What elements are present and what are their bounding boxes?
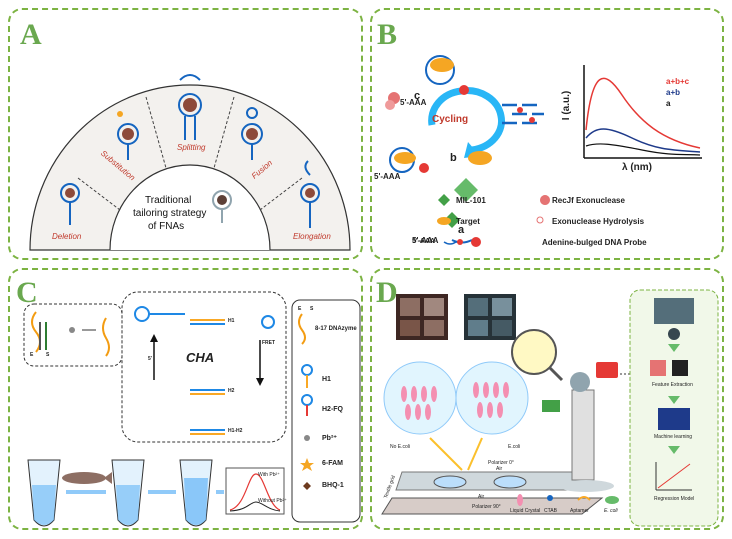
tailoring-fan-diagram bbox=[29, 74, 351, 251]
probe-label-left: 5'-AAA bbox=[374, 172, 401, 181]
label-h1h2: H1-H2 bbox=[228, 428, 243, 434]
legend-ecoli: E. coli bbox=[604, 508, 618, 514]
label-splitting: Splitting bbox=[177, 143, 206, 152]
step-b-label: b bbox=[450, 152, 457, 164]
panel-b: B bbox=[370, 8, 724, 260]
label-polarizer-top: Polarizer 0° bbox=[488, 460, 514, 466]
legend-6fam: 6-FAM bbox=[322, 460, 343, 467]
cycling-diagram bbox=[385, 55, 702, 247]
plot-xlabel: λ (nm) bbox=[622, 162, 652, 173]
label-no-ecoli: No E.coli bbox=[390, 444, 411, 450]
label-deletion: Deletion bbox=[52, 232, 82, 241]
cycling-label: Cycling bbox=[432, 114, 469, 125]
label-5prime: 5' bbox=[148, 356, 152, 362]
probe-label-bottom: 5'-AAA bbox=[412, 236, 439, 245]
aptamer-fusion bbox=[241, 107, 263, 160]
plot-label-without: Without Pb²⁺ bbox=[258, 498, 287, 504]
legend-probe: Adenine-bulged DNA Probe bbox=[542, 238, 647, 247]
label-ecoli: E.coli bbox=[508, 444, 521, 450]
panel-letter-c: C bbox=[16, 276, 38, 309]
aptamer-substitution bbox=[117, 111, 139, 160]
label-h2: H2 bbox=[228, 388, 235, 394]
aptamer-deletion bbox=[60, 183, 80, 225]
aptamer-elongation bbox=[300, 160, 320, 228]
plot-legend-abc: a+b+c bbox=[666, 77, 690, 86]
label-elongation: Elongation bbox=[293, 232, 331, 241]
ml-step-regression: Regression Model bbox=[654, 496, 695, 502]
legend-liquid-crystal: Liquid Crystal bbox=[510, 508, 541, 514]
legend-pb: Pb²⁺ bbox=[322, 435, 337, 442]
tube-left bbox=[27, 459, 61, 527]
legend-hydrolysis: Exonuclease Hydrolysis bbox=[552, 217, 645, 226]
legend-mil101: MIL-101 bbox=[456, 196, 486, 205]
label-air-top: Air bbox=[496, 466, 503, 472]
ml-step-learning: Machine learning bbox=[654, 434, 693, 440]
center-text-line-1: Traditional bbox=[145, 195, 192, 206]
legend-probe-prefix: 5'-AAA bbox=[412, 238, 436, 245]
panel-letter-d: D bbox=[376, 276, 398, 309]
plot-ylabel: I (a.u.) bbox=[561, 90, 573, 121]
panel-letter-b: B bbox=[377, 18, 398, 51]
panel-a: A bbox=[8, 8, 363, 260]
plot-legend-a: a bbox=[666, 99, 671, 108]
cha-diagram bbox=[23, 291, 361, 527]
ml-step-feature: Feature Extraction bbox=[652, 382, 693, 388]
label-fret: FRET bbox=[262, 340, 276, 346]
label-air-bottom: Air bbox=[478, 494, 485, 500]
step-a-label: a bbox=[458, 224, 465, 236]
legend-ctab: CTAB bbox=[544, 508, 557, 514]
plot-legend-ab: a+b bbox=[666, 88, 681, 97]
legend-h2fq: H2-FQ bbox=[322, 406, 343, 413]
panel-letter-a: A bbox=[20, 18, 42, 51]
tube-middle bbox=[111, 459, 145, 527]
aptamer-splitting bbox=[178, 74, 202, 140]
legend-dnazyme: 8-17 DNAzyme bbox=[315, 326, 357, 332]
legend-bhq1: BHQ-1 bbox=[322, 482, 344, 489]
legend-head-s: S bbox=[310, 306, 314, 312]
label-s: S bbox=[46, 352, 50, 358]
cha-label: CHA bbox=[186, 350, 215, 365]
center-text-line-3: of FNAs bbox=[148, 221, 185, 232]
legend-target: Target bbox=[456, 217, 480, 226]
legend-recjf: RecJf Exonuclease bbox=[552, 196, 625, 205]
panel-d: D bbox=[370, 268, 724, 530]
lc-sensor-diagram bbox=[381, 289, 719, 527]
tube-right bbox=[179, 459, 213, 527]
plot-label-with: With Pb²⁺ bbox=[258, 472, 280, 478]
probe-label-top: 5'-AAA bbox=[400, 98, 427, 107]
center-text-line-2: tailoring strategy bbox=[133, 208, 207, 219]
label-h1: H1 bbox=[228, 318, 235, 324]
legend-aptamer: Aptamer bbox=[570, 508, 589, 514]
legend-h1: H1 bbox=[322, 376, 331, 383]
legend-head-e: E bbox=[298, 306, 302, 312]
label-e: E bbox=[30, 352, 34, 358]
panel-c: C bbox=[8, 268, 363, 530]
label-polarizer-bottom: Polarizer 90° bbox=[472, 504, 501, 510]
aptamer-center bbox=[212, 190, 232, 223]
step-c-label: c bbox=[414, 90, 421, 102]
